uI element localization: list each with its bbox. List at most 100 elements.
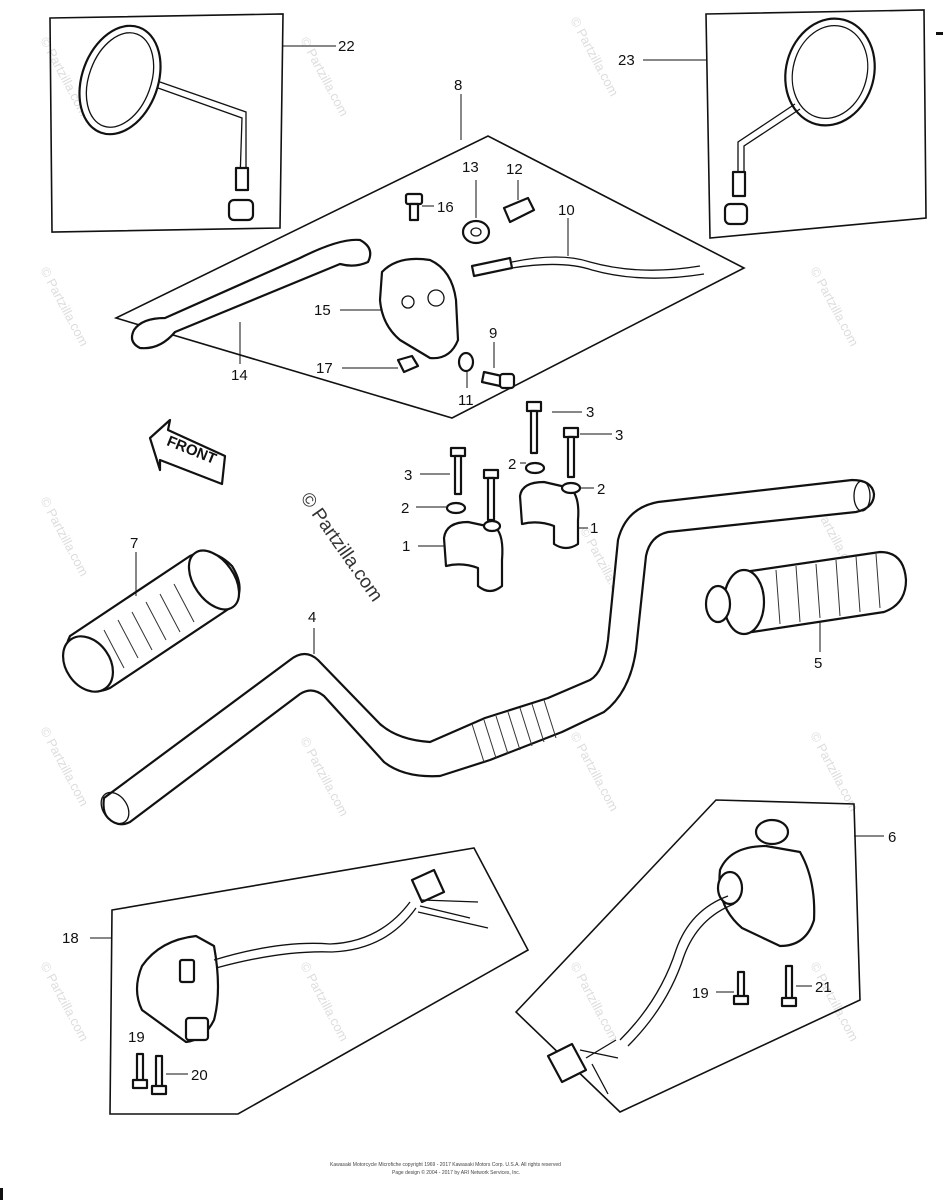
holder-washer [482,519,502,533]
handlebar-holder-right [518,480,580,550]
watermark-repeat: © Partzilla.com [567,729,621,813]
watermark-repeat: © Partzilla.com [297,959,351,1043]
grip-left-pattern [103,583,195,669]
mirror-left-stem [157,87,243,181]
part-number-19: 19 [128,1029,145,1046]
grip-left-flange [187,549,241,611]
grip-left-cap [61,635,115,693]
part-number-4: 4 [308,609,316,626]
switch-left-wires [417,899,489,929]
watermark-repeat: © Partzilla.com [37,959,91,1043]
holder-bolt-head [482,468,500,480]
lever-holder-hole [401,295,415,309]
handlebar-group: 4 [100,478,876,826]
part-number-5: 5 [814,655,822,672]
screw-20-head [150,1084,168,1096]
part-number-13: 13 [462,159,479,176]
watermark-main: © Partzilla.com [296,489,387,606]
part-number-16: 16 [437,199,454,216]
edge-mark [0,1188,3,1200]
handlebar-holder-group: 1 1 3 3 3 2 2 2 [401,400,623,593]
screw-19-head [131,1078,149,1090]
screw-21-head [780,996,798,1008]
part-number-21: 21 [815,979,832,996]
part-number-20: 20 [191,1067,208,1084]
watermark-repeat: © Partzilla.com [567,14,621,98]
handlebar-holder-left [442,520,504,593]
switch-right-bore [716,870,744,906]
holder-bolt-head [562,426,580,439]
part-number-2: 2 [508,456,516,473]
mirror-left-stem [159,81,247,180]
part-number-6: 6 [888,829,896,846]
part-number-19: 19 [692,985,709,1002]
grip-right-tube [704,584,732,624]
part-number-17: 17 [316,360,333,377]
holder-bolt-shank [566,435,576,479]
pivot-bolt-head [404,192,424,206]
mirror-right-group: 23 [618,9,927,239]
washer [457,351,475,373]
mirror-left-rim [85,32,155,128]
switch-left-button [184,1016,210,1042]
mirror-right-stem [743,108,801,184]
screw-21-shank [784,964,794,1002]
clutch-lever-blade [130,238,372,350]
screw-19-shank [736,970,746,1000]
part-number-10: 10 [558,202,575,219]
cable-adjuster [502,196,536,224]
part-number-12: 12 [506,161,523,178]
mirror-right-panel [705,9,927,239]
screw-20-shank [154,1054,164,1090]
mirror-right-glass [784,17,876,127]
footer-page-design: Page design © 2004 - 2017 by ARI Network… [392,1169,520,1176]
lever-holder [378,257,460,360]
part-number-3: 3 [615,427,623,444]
switch-right-connector [546,1042,588,1084]
front-direction-arrow: FRONT [148,418,227,486]
watermark-repeat: © Partzilla.com [297,734,351,818]
front-arrow-shape [148,418,227,486]
switch-left-connector [410,868,446,904]
lever-holder-hole [427,289,445,307]
part-number-3: 3 [404,467,412,484]
mirror-left-thread [234,166,250,192]
switch-right-housing [718,844,816,948]
part-number-23: 23 [618,52,635,69]
clutch-switch [470,256,514,278]
switch-left-toggle [178,958,196,984]
footer-copyright: Kawasaki Motorcycle Microfiche copyright… [330,1162,561,1168]
switch-left-housing [135,934,220,1044]
edge-mark [936,32,943,35]
screw-19-head [732,994,750,1006]
part-number-1: 1 [590,520,598,537]
switch-right-cable [619,895,729,1041]
adjuster-nut [461,219,491,245]
mirror-right-thread [731,170,747,198]
part-number-7: 7 [130,535,138,552]
grip-right-group: 5 [704,550,908,672]
pivot-bolt-shank [408,202,420,222]
clamp-bolt-head [498,372,516,390]
part-number-14: 14 [231,367,248,384]
part-number-11: 11 [458,392,474,409]
mirror-right-rim [791,24,869,120]
holder-bolt-shank [529,409,539,455]
handlebar-tube [102,478,876,826]
holder-bolt-head [449,446,467,458]
switch-left-cable [213,901,411,961]
handlebar-end-left [100,791,130,825]
holder-washer [524,461,546,475]
mirror-left-panel [49,13,284,233]
part-number-2: 2 [401,500,409,517]
part-number-9: 9 [489,325,497,342]
switch-right-group: 6 19 21 [514,799,896,1113]
clutch-lever-group: 8 14 15 16 13 12 10 11 [113,77,746,419]
part-number-15: 15 [314,302,331,319]
mirror-right-nut [723,202,749,226]
handlebar-end-right [853,480,871,512]
clutch-switch-wire [511,256,701,271]
mirror-left-group: 22 [49,13,355,233]
